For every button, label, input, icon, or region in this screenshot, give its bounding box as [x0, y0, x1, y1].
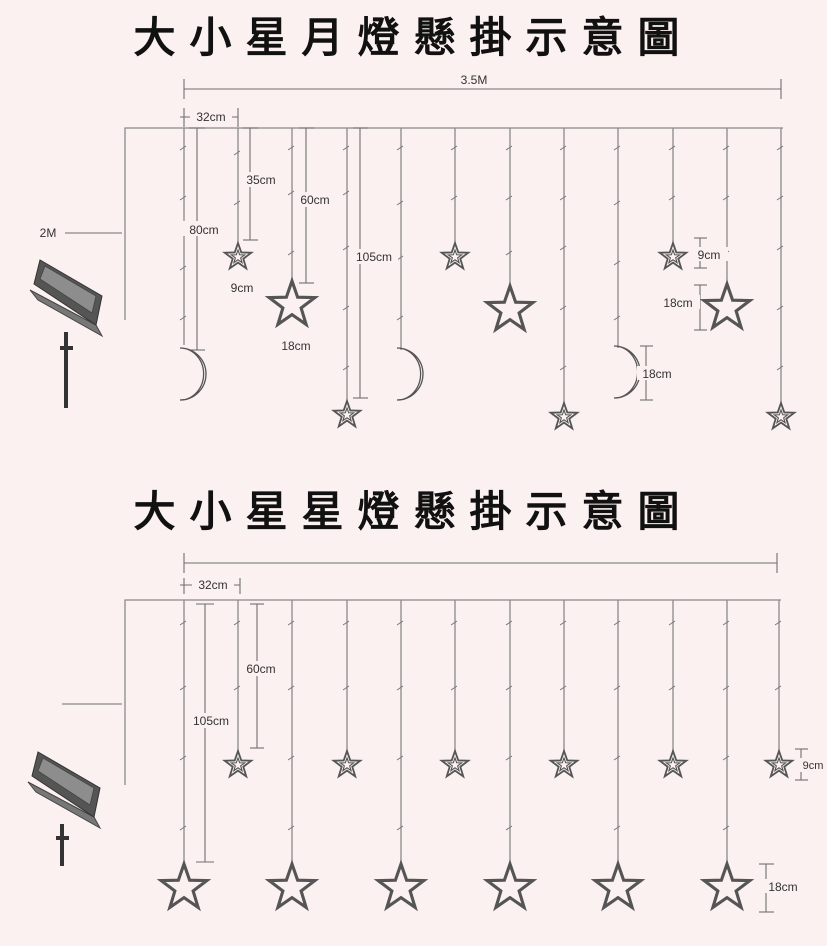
top-small-star-3-icon	[440, 242, 470, 270]
bottom-spacing-dimension: 32cm	[180, 577, 241, 594]
top-moon-size-label: 18cm	[642, 367, 671, 381]
bottom-big-star-2-icon	[267, 862, 317, 909]
bottom-small-star-1-icon	[223, 750, 253, 778]
top-length-dimensions: 80cm 35cm 60cm 105cm	[182, 127, 398, 399]
bottom-total-width-dimension	[183, 553, 778, 573]
top-moon-2-icon	[396, 347, 424, 401]
top-spacing-label: 32cm	[196, 110, 225, 124]
bottom-big-star-5-icon	[593, 862, 643, 909]
top-big-star-3-icon	[702, 282, 752, 329]
bottom-solar-panel-icon	[27, 751, 102, 866]
top-len-35-label: 35cm	[246, 173, 275, 187]
bottom-small-star-size-label: 9cm	[803, 760, 824, 772]
bottom-small-star-5-icon	[658, 750, 688, 778]
top-solar-panel-icon	[29, 259, 104, 408]
top-big-star-1-icon	[267, 279, 317, 326]
top-len-105-label: 105cm	[356, 250, 392, 264]
top-diagram: 3.5M 32cm 2M	[29, 70, 796, 430]
bottom-big-star-3-icon	[376, 862, 426, 909]
top-small-star-1-icon	[223, 242, 253, 270]
top-lead-wire-label: 2M	[40, 226, 57, 240]
top-right-small-star-size-label: 9cm	[698, 248, 721, 262]
top-spacing-dimension: 32cm	[180, 108, 239, 127]
top-small-star-2-icon	[332, 400, 362, 428]
bottom-spacing-label: 32cm	[198, 578, 227, 592]
bottom-diagram: 32cm	[27, 553, 827, 913]
top-small-star-5-icon	[658, 242, 688, 270]
top-small-star-6-icon	[766, 402, 796, 430]
top-moon-3-icon	[613, 345, 641, 399]
bottom-main-wire	[124, 599, 781, 785]
bottom-len-105-label: 105cm	[193, 714, 229, 728]
top-len-80-label: 80cm	[189, 223, 218, 237]
top-big-star-2-icon	[485, 284, 535, 331]
top-small-star-4-icon	[549, 402, 579, 430]
bottom-big-star-4-icon	[485, 862, 535, 909]
bottom-small-star-3-icon	[440, 750, 470, 778]
top-moon-1-icon	[179, 347, 207, 401]
bottom-len-60-label: 60cm	[246, 662, 275, 676]
bottom-small-star-6-icon	[764, 750, 794, 778]
bottom-length-dimensions: 105cm 60cm	[186, 603, 282, 863]
top-len-60-label: 60cm	[300, 193, 329, 207]
bottom-strands	[183, 600, 780, 868]
bottom-led-ticks	[179, 620, 782, 831]
bottom-diagram-title: 大小星星燈懸掛示意圖	[133, 487, 694, 536]
top-strands	[183, 128, 782, 404]
top-diagram-title: 大小星月燈懸掛示意圖	[133, 13, 694, 62]
top-total-width-label: 3.5M	[461, 73, 488, 87]
top-right-big-star-size-label: 18cm	[663, 296, 692, 310]
top-total-width-dimension: 3.5M	[183, 70, 782, 99]
top-small-star-size-label: 9cm	[231, 281, 254, 295]
top-big-star-size-label: 18cm	[281, 339, 310, 353]
bottom-big-star-6-icon	[702, 862, 752, 909]
top-led-ticks	[179, 145, 784, 371]
bottom-small-star-2-icon	[332, 750, 362, 778]
bottom-big-star-size-label: 18cm	[768, 880, 797, 894]
bottom-small-star-4-icon	[549, 750, 579, 778]
bottom-big-star-1-icon	[159, 862, 209, 909]
